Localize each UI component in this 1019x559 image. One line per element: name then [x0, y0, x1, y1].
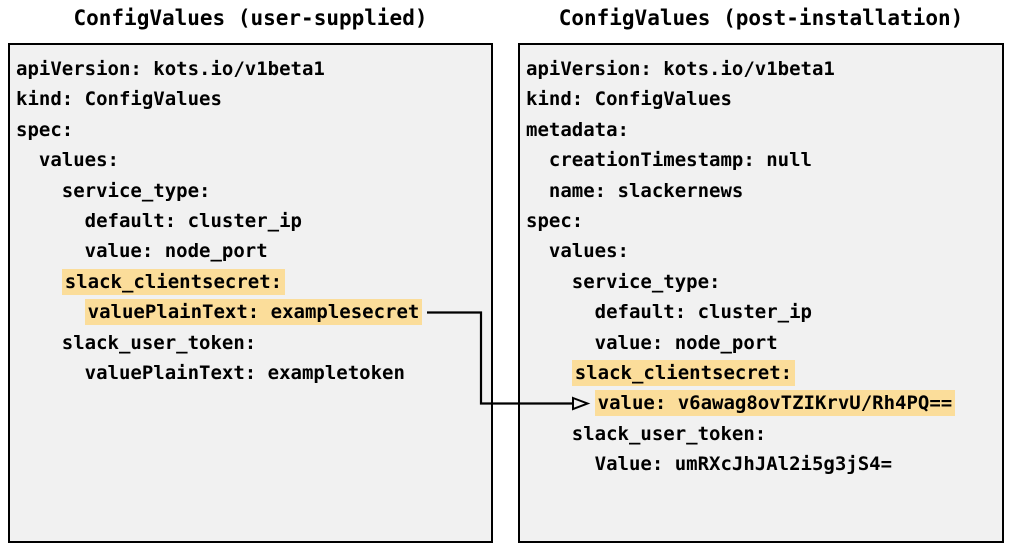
code-line: spec:	[526, 206, 1002, 236]
code-text: service_type:	[61, 179, 211, 202]
code-line: valuePlainText: examplesecret	[16, 297, 491, 327]
code-line: slack_user_token:	[16, 328, 491, 358]
code-line: default: cluster_ip	[526, 297, 1002, 327]
code-text: values:	[38, 149, 119, 172]
right-panel-title: ConfigValues (post-installation)	[558, 6, 964, 30]
highlighted-code-text: slack_clientsecret:	[571, 360, 796, 387]
code-text: valuePlainText: exampletoken	[84, 362, 405, 385]
code-line: slack_clientsecret:	[16, 267, 491, 297]
code-text: slack_user_token:	[571, 422, 767, 445]
code-line: slack_user_token:	[526, 419, 1002, 449]
code-text: kind: ConfigValues	[526, 88, 732, 111]
post-installation-code-box: apiVersion: kots.io/v1beta1 kind: ConfigV…	[520, 45, 1002, 480]
code-text: spec:	[526, 210, 584, 233]
code-line: value: node_port	[16, 236, 491, 266]
code-text: creationTimestamp: null	[548, 149, 812, 172]
code-line: creationTimestamp: null	[526, 145, 1002, 175]
code-line: service_type:	[16, 176, 491, 206]
code-text: value: node_port	[594, 331, 778, 354]
code-text: service_type:	[571, 270, 721, 293]
post-installation-config-panel: apiVersion: kots.io/v1beta1 kind: ConfigV…	[518, 43, 1004, 543]
highlighted-code-text: slack_clientsecret:	[61, 268, 286, 295]
code-line: apiVersion: kots.io/v1beta1	[16, 54, 491, 84]
code-text: values:	[548, 240, 629, 263]
code-line: kind: ConfigValues	[16, 84, 491, 114]
code-text: default: cluster_ip	[84, 210, 302, 233]
code-text: metadata:	[526, 118, 629, 141]
highlighted-code-text: value: v6awag8ovTZIKrvU/Rh4PQ==	[594, 390, 956, 417]
code-line: slack_clientsecret:	[526, 358, 1002, 388]
code-line: Value: umRXcJhJAl2i5g3jS4=	[526, 449, 1002, 479]
code-text: spec:	[16, 118, 74, 141]
code-line: service_type:	[526, 267, 1002, 297]
code-text: default: cluster_ip	[594, 301, 812, 324]
highlighted-code-text: valuePlainText: examplesecret	[84, 299, 423, 326]
code-line: default: cluster_ip	[16, 206, 491, 236]
code-line: apiVersion: kots.io/v1beta1	[526, 54, 1002, 84]
code-line: name: slackernews	[526, 176, 1002, 206]
user-supplied-config-panel: apiVersion: kots.io/v1beta1 kind: ConfigV…	[8, 43, 493, 543]
code-text: value: node_port	[84, 240, 268, 263]
code-line: kind: ConfigValues	[526, 84, 1002, 114]
code-line: values:	[16, 145, 491, 175]
left-panel-title: ConfigValues (user-supplied)	[73, 6, 428, 30]
code-text: slack_user_token:	[61, 331, 257, 354]
code-line: spec:	[16, 115, 491, 145]
code-line: value: node_port	[526, 328, 1002, 358]
code-text: name: slackernews	[548, 179, 744, 202]
code-text: apiVersion: kots.io/v1beta1	[16, 58, 325, 80]
code-text: apiVersion: kots.io/v1beta1	[526, 58, 835, 80]
code-line: valuePlainText: exampletoken	[16, 358, 491, 388]
code-line: values:	[526, 236, 1002, 266]
code-line: metadata:	[526, 115, 1002, 145]
code-line: value: v6awag8ovTZIKrvU/Rh4PQ==	[526, 388, 1002, 418]
code-text: kind: ConfigValues	[16, 88, 222, 111]
user-supplied-code-box: apiVersion: kots.io/v1beta1 kind: ConfigV…	[10, 45, 491, 388]
code-text: Value: umRXcJhJAl2i5g3jS4=	[594, 453, 893, 476]
